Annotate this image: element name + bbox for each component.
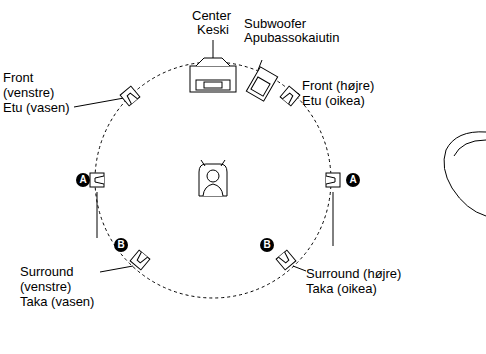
leader-line xyxy=(74,98,124,107)
speaker-label: Front (venstre) xyxy=(3,70,65,100)
placement-circle xyxy=(95,62,331,298)
speaker-label: Keski xyxy=(197,22,229,37)
callout-letter: B xyxy=(114,238,128,252)
side-left-speaker xyxy=(90,173,104,187)
speaker-label: Surround (højre) xyxy=(306,266,401,281)
partial-object xyxy=(454,140,486,156)
speaker-label: Apubassokaiutin xyxy=(244,30,339,45)
front-right-speaker xyxy=(280,86,300,106)
speaker-label: Subwoofer xyxy=(244,16,306,31)
speaker-label: Etu (vasen) xyxy=(3,100,69,115)
speaker-label: Front (højre) xyxy=(302,78,374,93)
leader-line xyxy=(333,192,334,246)
speaker-label: Center xyxy=(192,8,231,23)
surround-right-speaker xyxy=(276,250,296,270)
callout-letter: B xyxy=(260,238,274,252)
speaker-label: Surround (venstre) xyxy=(20,264,98,294)
listener-icon xyxy=(199,160,227,196)
subwoofer-speaker xyxy=(246,67,277,101)
leader-line xyxy=(100,266,133,272)
leader-line xyxy=(293,266,306,271)
surround-left-speaker xyxy=(130,250,150,270)
callout-letter: A xyxy=(346,173,360,187)
callout-letter: A xyxy=(76,173,90,187)
speaker-label: Taka (vasen) xyxy=(20,294,94,309)
center-speaker xyxy=(190,58,236,92)
speaker-label: Taka (oikea) xyxy=(306,281,377,296)
front-left-speaker xyxy=(120,86,140,106)
partial-object xyxy=(444,132,486,216)
speaker-label: Etu (oikea) xyxy=(302,93,365,108)
leader-line xyxy=(97,192,98,238)
side-right-speaker xyxy=(326,173,340,187)
